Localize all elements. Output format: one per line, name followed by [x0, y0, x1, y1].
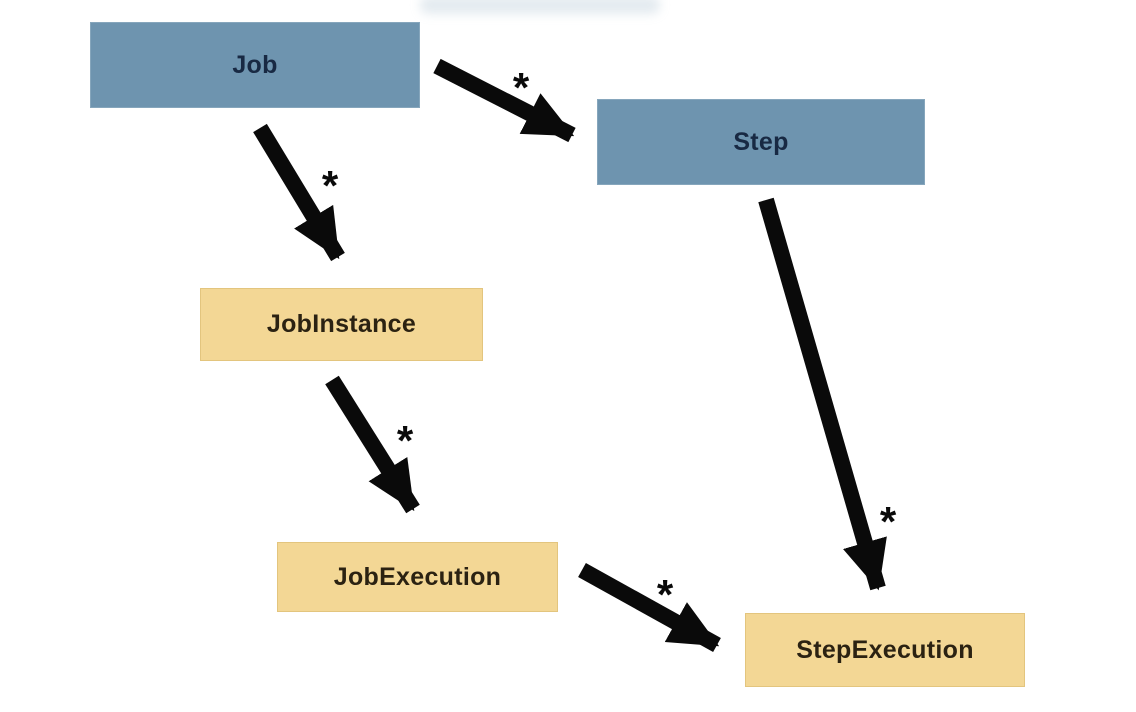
node-step-execution: StepExecution — [745, 613, 1025, 687]
node-job-instance-label: JobInstance — [266, 310, 417, 338]
edge-step-stepexecution-multiplicity: * — [879, 498, 897, 545]
node-job-instance: JobInstance — [200, 288, 483, 361]
edge-job-step-arrow — [433, 58, 576, 143]
artifact-smudge — [420, 0, 660, 14]
node-job-execution-label: JobExecution — [333, 562, 502, 591]
node-job: Job — [90, 22, 420, 108]
edge-jobexecution-stepexecution-arrow — [578, 563, 721, 652]
node-step: Step — [597, 99, 925, 185]
node-job-execution: JobExecution — [277, 542, 558, 612]
node-step-execution-label: StepExecution — [796, 635, 974, 664]
node-job-label: Job — [232, 50, 278, 79]
edge-jobinstance-jobexecution-multiplicity: * — [396, 417, 414, 464]
edge-job-jobinstance-multiplicity: * — [321, 162, 339, 209]
edge-jobexecution-stepexecution-multiplicity: * — [656, 571, 674, 618]
node-step-label: Step — [733, 127, 789, 156]
edge-job-step-multiplicity: * — [512, 64, 530, 111]
edge-step-stepexecution-arrow — [758, 197, 887, 591]
